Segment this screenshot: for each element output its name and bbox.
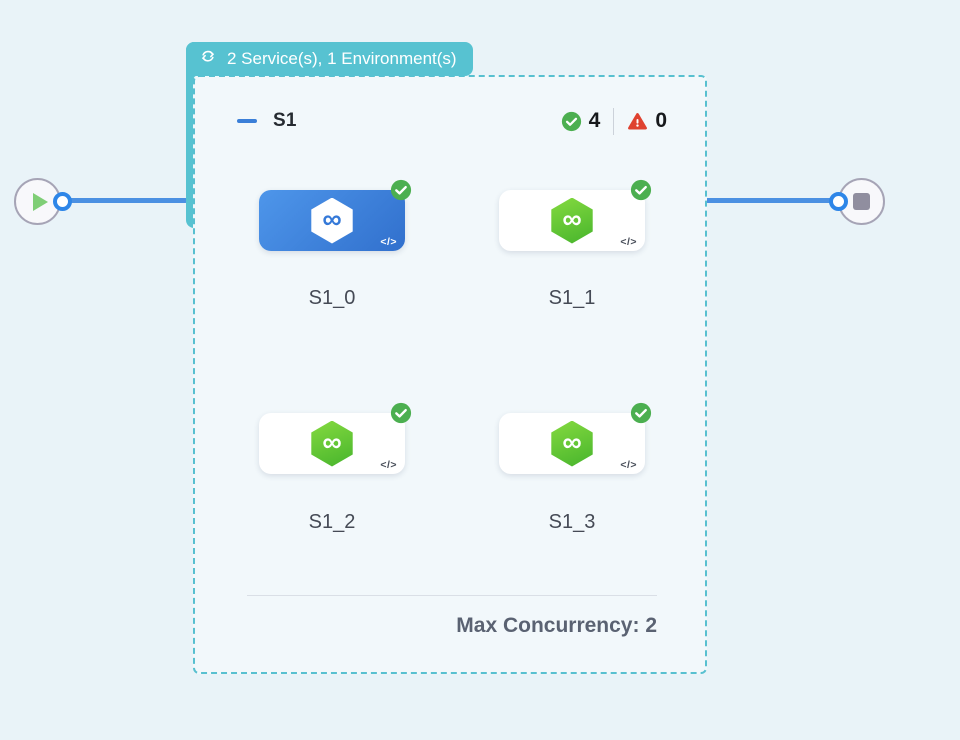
success-check-icon <box>630 179 652 201</box>
infinity-icon: ∞ <box>562 426 582 457</box>
success-check-icon <box>561 111 582 132</box>
harness-hexagon-icon: ∞ <box>311 420 353 467</box>
link-port-start <box>53 192 72 211</box>
service-label-s1-2: S1_2 <box>308 511 356 533</box>
code-icon: </> <box>380 459 397 471</box>
footer-divider <box>247 595 657 596</box>
stage-group-s1: S1 4 0 <box>193 75 707 674</box>
badge-label: 2 Service(s), 1 Environment(s) <box>227 49 457 68</box>
service-card-s1-1[interactable]: ∞ </> <box>499 179 652 251</box>
loop-icon <box>198 47 218 72</box>
code-icon: </> <box>380 236 397 248</box>
stage-status-cluster: 4 0 <box>561 107 667 135</box>
connector-line-left <box>60 198 188 203</box>
error-count: 0 <box>655 109 667 132</box>
service-card-s1-0[interactable]: ∞ </> <box>259 179 412 251</box>
connector-line-right <box>705 198 838 203</box>
code-icon: </> <box>620 236 637 248</box>
success-check-icon <box>390 179 412 201</box>
play-icon <box>32 192 48 211</box>
collapse-icon[interactable] <box>237 119 257 123</box>
error-warning-icon <box>627 111 648 132</box>
success-check-icon <box>630 402 652 424</box>
success-check-icon <box>390 402 412 424</box>
stage-header: S1 4 0 <box>237 107 667 135</box>
code-icon: </> <box>620 459 637 471</box>
harness-hexagon-icon: ∞ <box>311 197 353 244</box>
service-card-s1-3[interactable]: ∞ </> <box>499 402 652 474</box>
service-label-s1-3: S1_3 <box>548 511 596 533</box>
harness-hexagon-icon: ∞ <box>551 197 593 244</box>
service-label-s1-0: S1_0 <box>308 287 356 309</box>
status-divider <box>613 107 615 135</box>
infinity-icon: ∞ <box>322 426 342 457</box>
service-label-s1-1: S1_1 <box>548 287 596 309</box>
infinity-icon: ∞ <box>562 203 582 234</box>
stage-title: S1 <box>273 110 297 131</box>
harness-hexagon-icon: ∞ <box>551 420 593 467</box>
max-concurrency-label: Max Concurrency: 2 <box>456 614 657 637</box>
stop-icon <box>853 193 870 210</box>
services-environments-badge[interactable]: 2 Service(s), 1 Environment(s) <box>186 42 473 76</box>
infinity-icon: ∞ <box>322 203 342 234</box>
link-port-end <box>829 192 848 211</box>
success-count: 4 <box>588 109 601 132</box>
service-card-s1-2[interactable]: ∞ </> <box>259 402 412 474</box>
